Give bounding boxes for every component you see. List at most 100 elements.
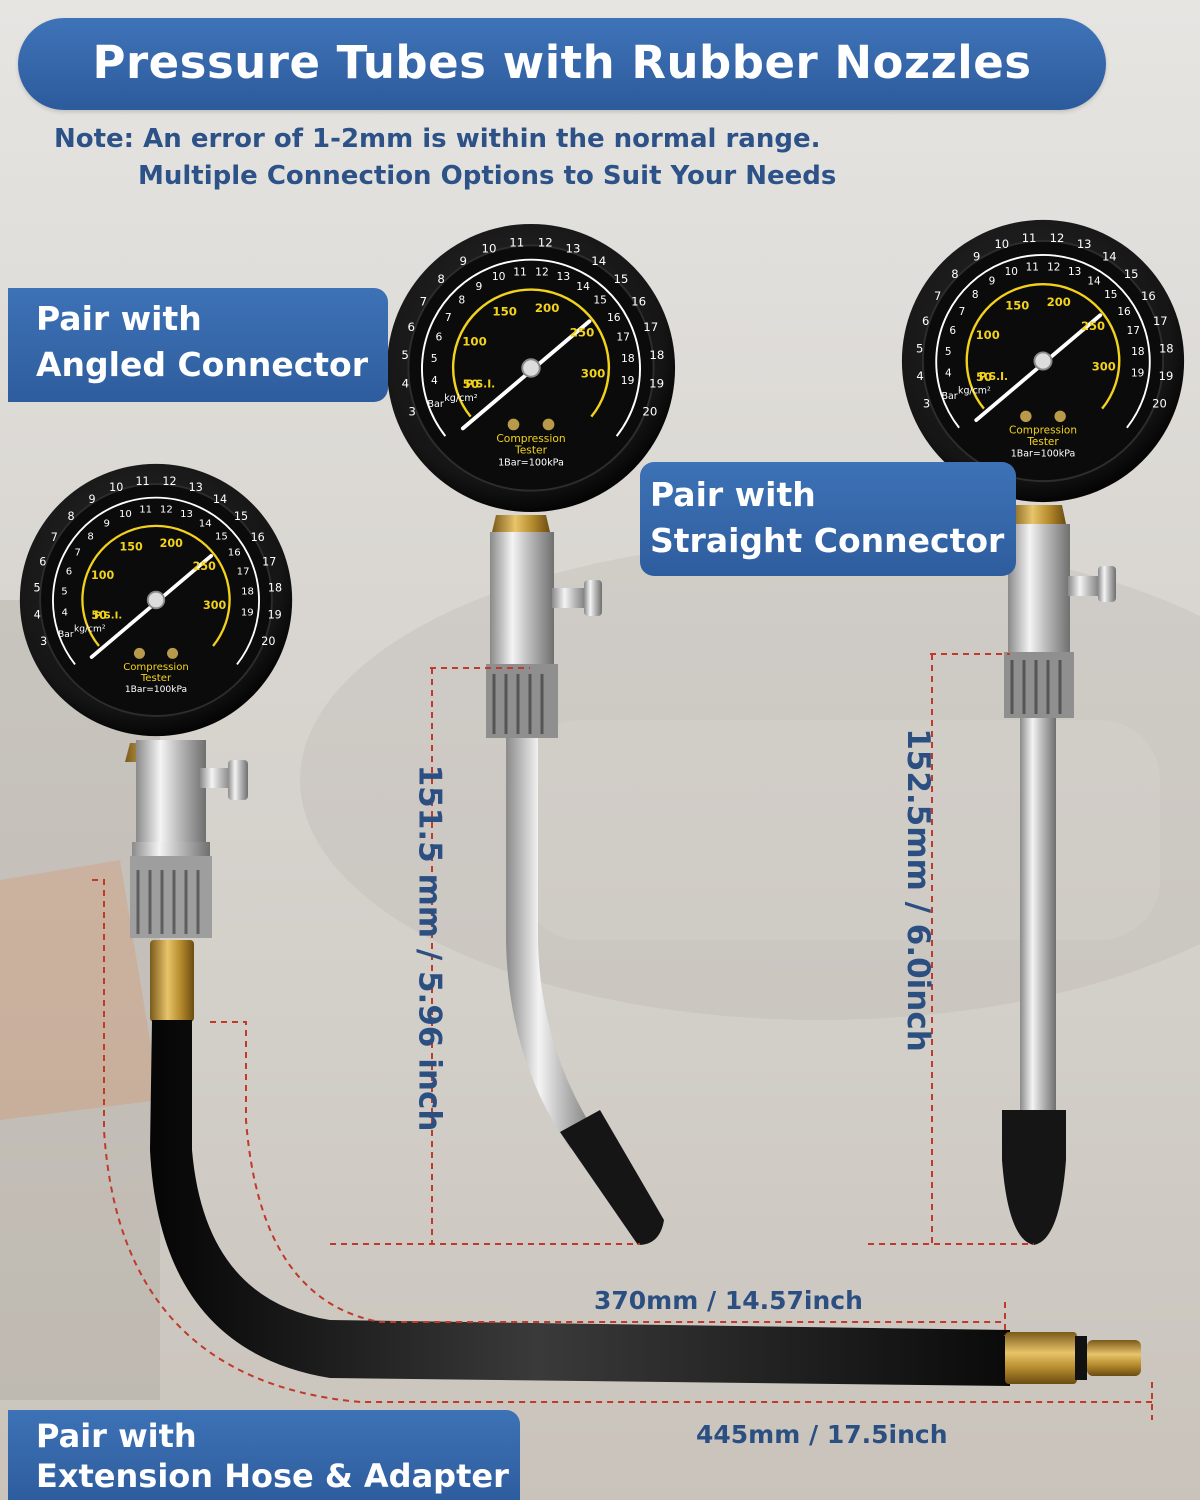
gauge-bar-tick: 13 (189, 481, 203, 494)
gauge-name2: Tester (1026, 436, 1059, 448)
gauge-name2: Tester (140, 673, 172, 684)
gauge-bar-tick: 14 (213, 493, 227, 506)
gauge-psi-tick: 50 (91, 609, 107, 622)
label-angled-line2: Angled Connector (36, 345, 368, 384)
gauge-bar-tick: 19 (268, 609, 282, 622)
gauge-conversion: 1Bar=100kPa (1011, 448, 1075, 459)
dimension-straight: 152.5mm / 6.0inch (899, 728, 936, 1052)
note-error-range: Note: An error of 1-2mm is within the no… (54, 124, 821, 154)
gauge-bar-tick: 9 (460, 254, 468, 268)
gauge-bar-tick: 4 (34, 609, 41, 622)
gauge-psi-tick: 150 (492, 305, 517, 319)
gauge-psi-tick: 100 (91, 569, 114, 582)
gauge-bar-tick: 17 (1153, 314, 1168, 328)
gauge-bar-tick: 7 (51, 531, 58, 544)
gauge-bar-tick: 5 (33, 582, 40, 595)
gauge-bar-tick: 12 (538, 235, 553, 249)
gauge-psi-tick: 50 (463, 377, 479, 391)
gauge-kg-tick: 5 (945, 346, 952, 358)
gauge-bar-tick: 11 (1022, 231, 1037, 245)
gauge-bar-tick: 3 (40, 635, 47, 648)
gauge-psi-unit: P.S.I. (979, 371, 1008, 383)
gauge-psi-tick: 200 (535, 301, 560, 315)
gauge-kg-tick: 13 (180, 509, 193, 520)
gauge-kg-tick: 12 (535, 265, 549, 278)
dimension-angled: 151.5 mm / 5.96 inch (411, 764, 448, 1132)
gauge-kg-tick: 16 (1117, 306, 1130, 318)
gauge-bar-tick: 3 (408, 404, 416, 418)
gauge-kg-tick: 12 (1047, 261, 1060, 273)
gauge-psi-tick: 100 (976, 328, 1000, 342)
gauge-kg-tick: 9 (104, 518, 110, 529)
gauge-bar-tick: 18 (268, 582, 282, 595)
label-hose-line2: Extension Hose & Adapter (36, 1457, 509, 1495)
gauge-bar-tick: 18 (1159, 341, 1174, 355)
gauge-bar-tick: 17 (643, 320, 658, 334)
gauge-kg-tick: 17 (1127, 325, 1140, 337)
gauge-kg-tick: 10 (1005, 266, 1018, 278)
gauge-kg-tick: 14 (199, 518, 212, 529)
dimension-hose-long: 445mm / 17.5inch (696, 1420, 948, 1449)
gauge-kg-tick: 9 (476, 280, 483, 293)
gauge-bar-tick: 15 (613, 272, 628, 286)
gauge-psi-tick: 300 (1092, 359, 1116, 373)
gauge-kg-tick: 19 (241, 607, 254, 618)
gauge-kg-tick: 9 (989, 275, 996, 287)
gauge-kg-unit: kg/cm² (74, 624, 106, 634)
gauge-bar-tick: 20 (261, 635, 275, 648)
gauge-name: Compression (496, 432, 565, 445)
gauge-kg-tick: 15 (1104, 289, 1117, 301)
gauge-kg-tick: 17 (616, 331, 630, 344)
gauge-kg-tick: 18 (621, 352, 635, 365)
gauge-bar-tick: 12 (1050, 231, 1065, 245)
gauge-kg-tick: 13 (557, 270, 571, 283)
gauge-name: Compression (1009, 424, 1077, 436)
gauge-kg-tick: 13 (1068, 266, 1081, 278)
gauge-psi-tick: 200 (160, 537, 183, 550)
label-hose-line1: Pair with (36, 1417, 197, 1455)
gauge-bar-tick: 13 (566, 242, 581, 256)
gauge-kg-tick: 7 (959, 306, 966, 318)
gauge-conversion: 1Bar=100kPa (125, 685, 187, 695)
gauge-psi-tick: 300 (203, 599, 226, 612)
gauge-kg-tick: 16 (228, 548, 241, 559)
gauge-kg-tick: 11 (1026, 261, 1039, 273)
gauge-psi-unit: P.S.I. (466, 377, 496, 390)
gauge-kg-tick: 5 (61, 587, 67, 598)
gauge-bar-tick: 20 (1152, 396, 1167, 410)
gauge-kg-tick: 4 (61, 607, 67, 618)
gauge-name: Compression (123, 662, 189, 673)
title-banner: Pressure Tubes with Rubber Nozzles (18, 18, 1106, 110)
note-connection-options: Multiple Connection Options to Suit Your… (138, 161, 837, 191)
gauge-bar-tick: 14 (1102, 249, 1117, 263)
gauge-bar-tick: 15 (1124, 267, 1139, 281)
gauge-bar-unit: Bar (942, 391, 958, 402)
dimension-hose-short: 370mm / 14.57inch (594, 1286, 863, 1315)
label-straight-line1: Pair with (650, 475, 816, 514)
gauge-bar-tick: 8 (437, 272, 445, 286)
label-straight-connector: Pair with Straight Connector (640, 462, 1016, 576)
gauge-kg-tick: 19 (621, 374, 635, 387)
gauge-bar-tick: 17 (262, 555, 276, 568)
gauge-psi-tick: 150 (1005, 299, 1029, 313)
gauge-bar-tick: 8 (67, 510, 74, 523)
gauge-bar-tick: 7 (420, 294, 428, 308)
gauge-psi-tick: 100 (462, 335, 487, 349)
gauge-kg-tick: 12 (160, 505, 173, 516)
gauge-kg-tick: 7 (75, 548, 81, 559)
gauge-kg-tick: 16 (607, 311, 621, 324)
gauge-kg-tick: 10 (492, 270, 506, 283)
gauge-kg-tick: 19 (1131, 368, 1144, 380)
gauge-kg-tick: 17 (237, 566, 250, 577)
gauge-kg-tick: 15 (215, 531, 228, 542)
gauge-psi-tick: 300 (581, 366, 606, 380)
gauge-kg-tick: 10 (119, 509, 132, 520)
gauge-bar-tick: 7 (934, 289, 941, 303)
gauge-psi-tick: 250 (193, 560, 216, 573)
gauge-bar-tick: 19 (1159, 369, 1174, 383)
gauge-kg-tick: 14 (576, 280, 590, 293)
gauge-bar-tick: 9 (973, 249, 980, 263)
gauge-bar-tick: 6 (922, 314, 929, 328)
gauge-bar-tick: 10 (994, 237, 1009, 251)
